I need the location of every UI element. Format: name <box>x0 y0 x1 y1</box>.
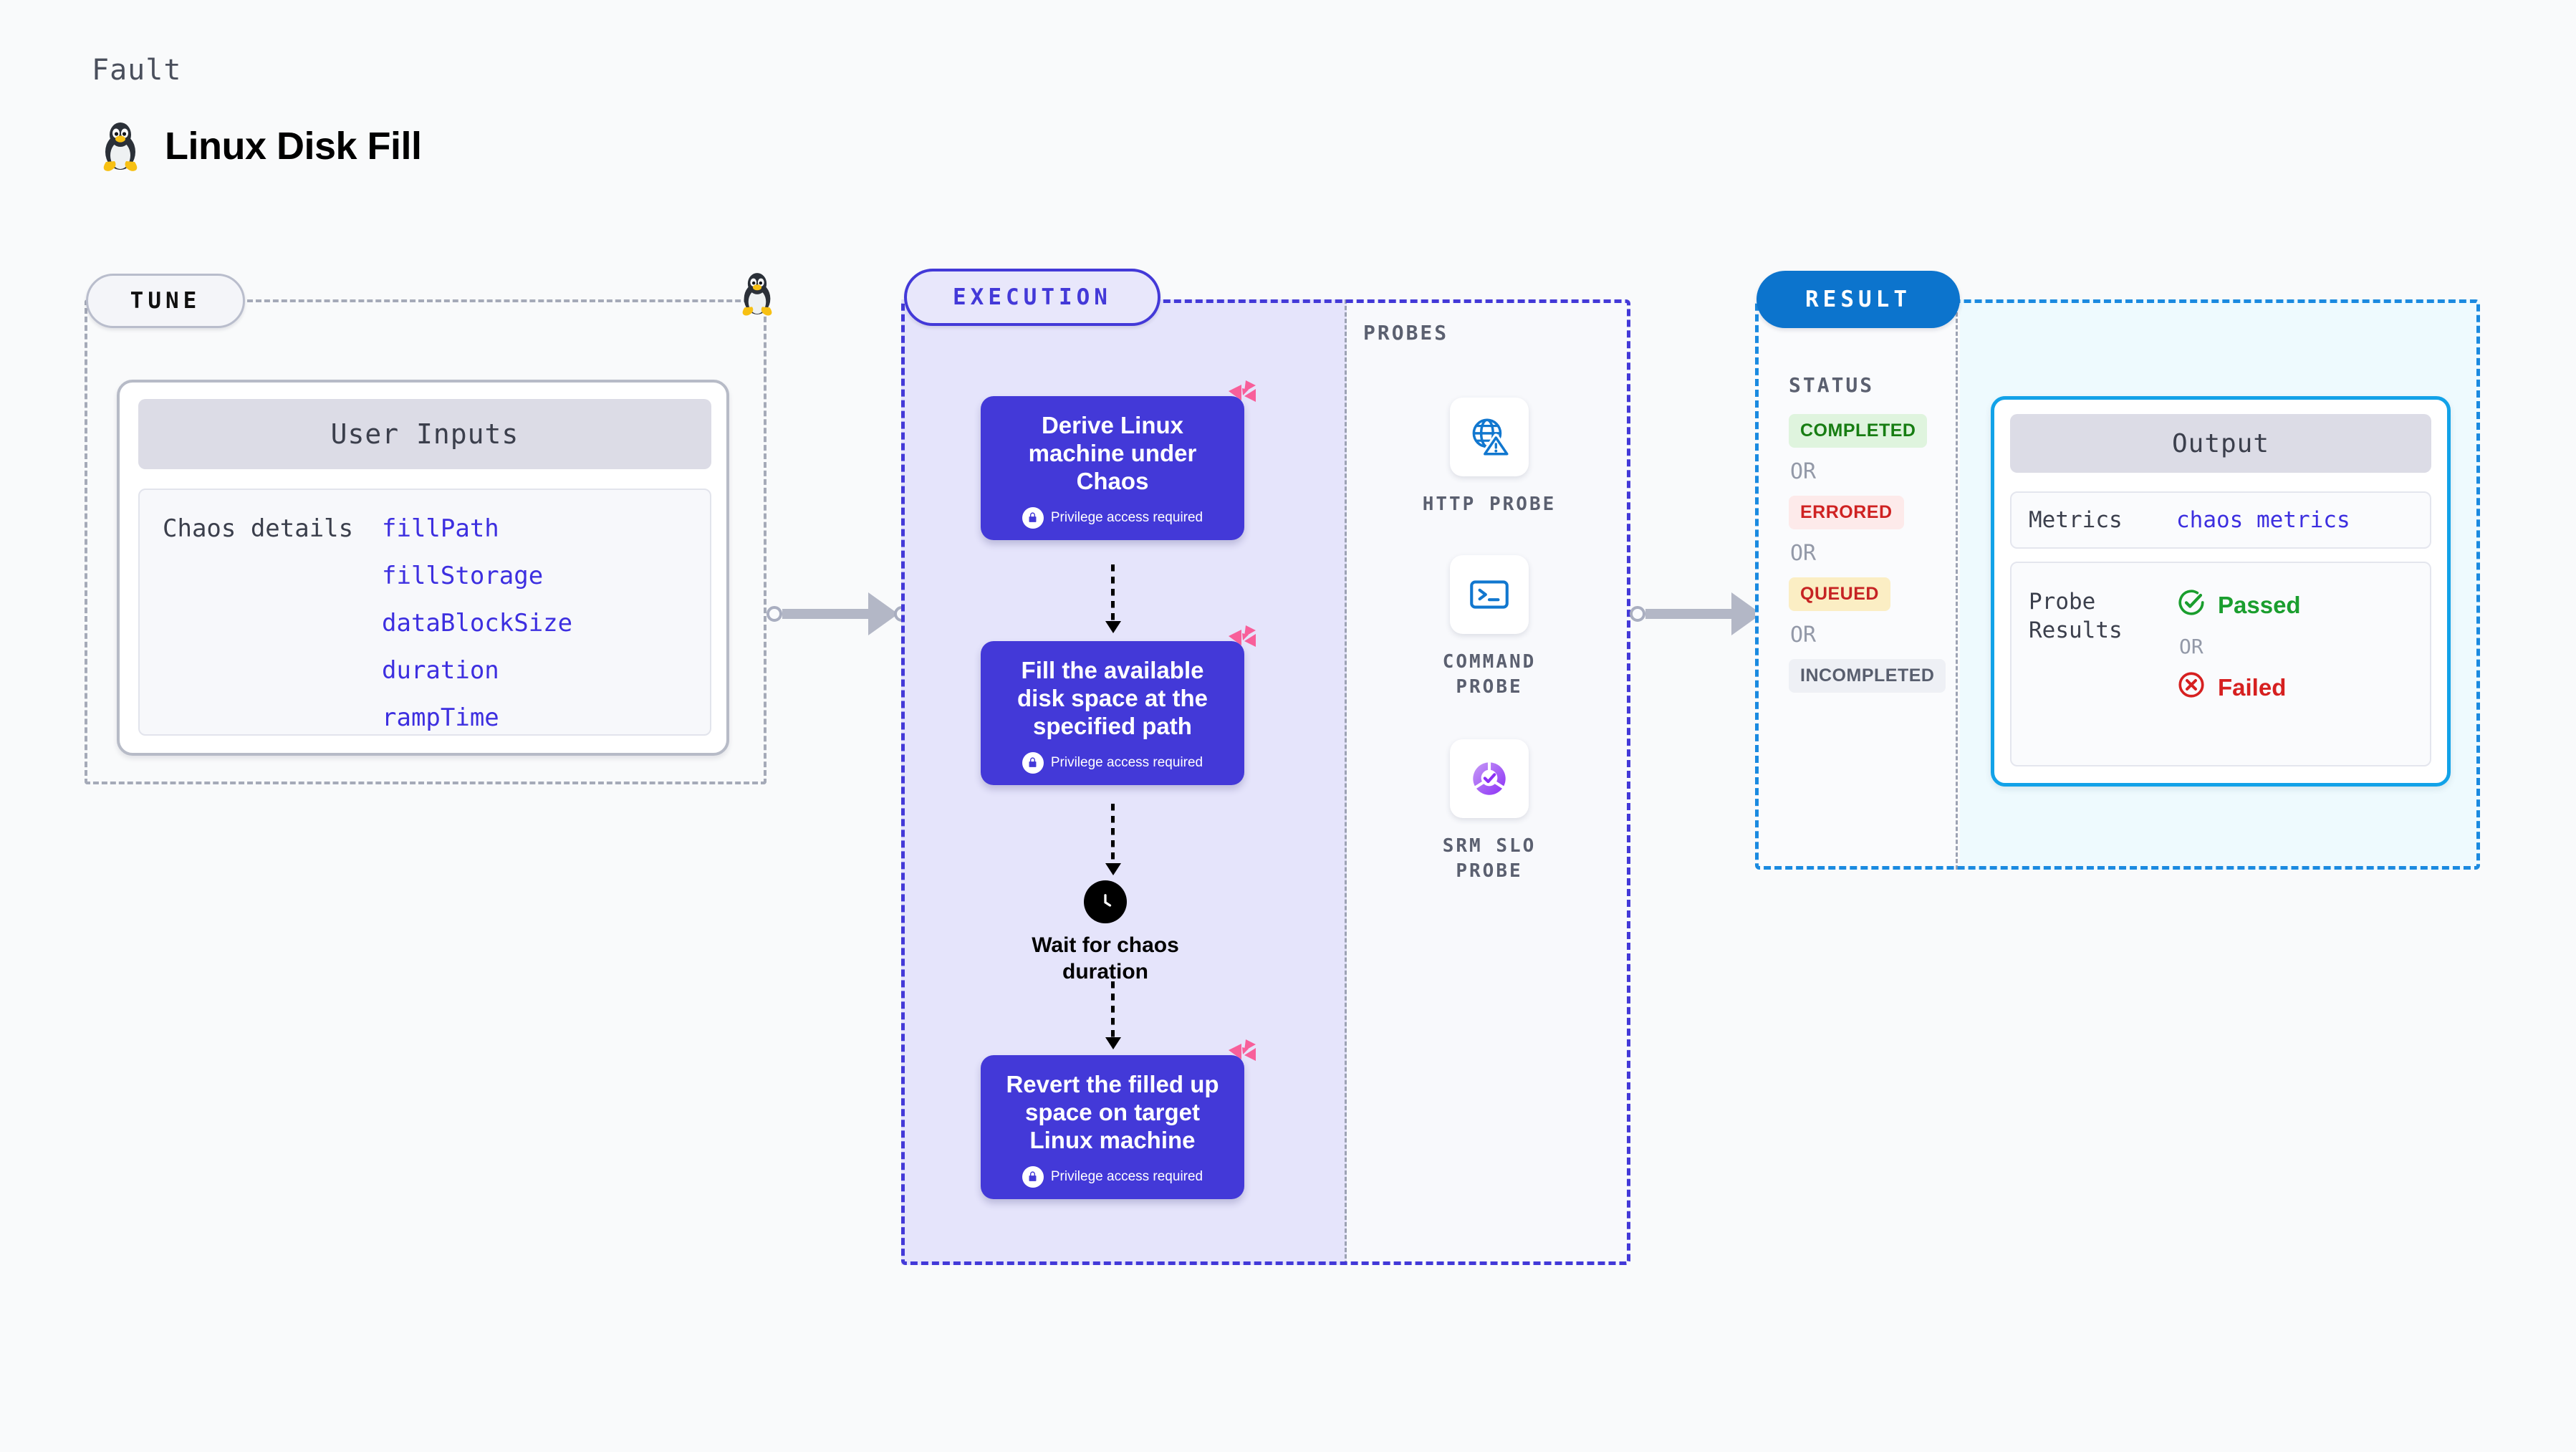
litmus-mark-icon <box>1227 1038 1260 1074</box>
tune-panel <box>85 299 766 784</box>
linux-tux-icon <box>97 120 143 172</box>
page-kicker: Fault <box>92 54 182 87</box>
input-fillpath[interactable]: fillPath <box>382 514 499 543</box>
lock-icon <box>1022 1165 1044 1188</box>
metrics-value-link[interactable]: chaos metrics <box>2176 507 2350 533</box>
probe-results-key: Probe Results <box>2029 589 2123 644</box>
flow-arrow-head <box>1105 863 1121 875</box>
privilege-note: Privilege access required <box>996 751 1229 774</box>
result-badge: RESULT <box>1756 271 1960 328</box>
input-fillstorage[interactable]: fillStorage <box>382 562 544 590</box>
probe-label: COMMAND PROBE <box>1442 651 1537 698</box>
status-badge-errored: ERRORED <box>1789 496 1904 529</box>
probe-result-passed: Passed <box>2176 587 2301 623</box>
wait-node-label: Wait for chaos duration <box>1032 933 1179 984</box>
litmus-mark-icon <box>1227 624 1260 660</box>
terminal-icon <box>1450 555 1529 634</box>
execution-step-title: Fill the available disk space at the spe… <box>1017 657 1208 739</box>
user-inputs-body: Chaos details fillPath fillStorage dataB… <box>138 489 711 736</box>
output-probe-results-row: Probe Results Passed OR <box>2010 562 2431 766</box>
lock-icon <box>1022 506 1044 529</box>
connector-arrowhead <box>868 592 898 635</box>
connector-shaft <box>782 609 870 619</box>
probe-results-values: Passed OR Failed <box>2176 587 2301 765</box>
status-or: OR <box>1790 541 1817 566</box>
output-metrics-row: Metrics chaos metrics <box>2010 491 2431 549</box>
page-title: Linux Disk Fill <box>165 125 422 168</box>
privilege-note-text: Privilege access required <box>1050 1168 1203 1184</box>
probe-label: SRM SLO PROBE <box>1442 835 1537 883</box>
chaos-details-key: Chaos details <box>163 514 354 543</box>
tune-badge: TUNE <box>86 274 245 328</box>
status-badge-incompleted: INCOMPLETED <box>1789 659 1946 693</box>
status-badge-queued: QUEUED <box>1789 577 1890 611</box>
privilege-note-text: Privilege access required <box>1050 754 1203 770</box>
execution-step-card[interactable]: Revert the filled up space on target Lin… <box>981 1039 1256 1199</box>
connector-execution-to-result <box>1630 592 1773 635</box>
probe-item-srm-slo[interactable]: SRM SLO PROBE <box>1418 739 1561 884</box>
status-or: OR <box>1790 622 1817 648</box>
flow-arrow-head <box>1105 1037 1121 1049</box>
execution-step-card[interactable]: Derive Linux machine under Chaos Privile… <box>981 380 1256 540</box>
input-ramptime[interactable]: rampTime <box>382 703 499 732</box>
execution-step-title: Derive Linux machine under Chaos <box>1028 412 1197 494</box>
output-title: Output <box>2010 414 2431 473</box>
input-duration[interactable]: duration <box>382 656 499 685</box>
probe-result-failed: Failed <box>2176 670 2301 706</box>
litmus-mark-icon <box>1227 379 1260 415</box>
chaos-details-values: fillPath fillStorage dataBlockSize durat… <box>382 514 572 734</box>
status-label: STATUS <box>1789 373 1875 397</box>
connector-start-dot <box>766 606 782 622</box>
execution-badge: EXECUTION <box>904 269 1160 326</box>
privilege-note: Privilege access required <box>996 1165 1229 1188</box>
metrics-key: Metrics <box>2029 506 2123 533</box>
probe-result-or: OR <box>2179 635 2203 658</box>
x-circle-icon <box>2176 670 2206 706</box>
privilege-note-text: Privilege access required <box>1050 509 1203 525</box>
status-or: OR <box>1790 459 1817 484</box>
connector-start-dot <box>1630 606 1645 622</box>
flow-arrow-line <box>1111 804 1115 864</box>
flow-arrow-line <box>1111 981 1115 1038</box>
page-title-row: Linux Disk Fill <box>97 120 422 172</box>
probe-label: HTTP PROBE <box>1422 494 1557 515</box>
globe-warning-icon <box>1450 398 1529 476</box>
flow-arrow-head <box>1105 621 1121 633</box>
flow-arrow <box>1105 564 1121 633</box>
flow-arrow <box>1105 804 1121 875</box>
linux-tux-border-icon <box>737 271 777 320</box>
clock-icon <box>1084 880 1127 923</box>
input-datablocksize[interactable]: dataBlockSize <box>382 609 573 638</box>
probes-label: PROBES <box>1363 321 1449 345</box>
result-panel <box>1755 299 2480 870</box>
probe-failed-label: Failed <box>2218 674 2287 701</box>
flow-arrow <box>1105 981 1121 1049</box>
status-badge-completed: COMPLETED <box>1789 414 1928 448</box>
execution-step-card[interactable]: Fill the available disk space at the spe… <box>981 625 1256 785</box>
connector-tune-to-execution <box>766 592 910 635</box>
slo-donut-check-icon <box>1450 739 1529 818</box>
connector-shaft <box>1645 609 1733 619</box>
user-inputs-title: User Inputs <box>138 399 711 469</box>
lock-icon <box>1022 751 1044 774</box>
execution-step-title: Revert the filled up space on target Lin… <box>1006 1071 1219 1153</box>
check-circle-icon <box>2176 587 2206 623</box>
probe-item-command[interactable]: COMMAND PROBE <box>1418 555 1561 700</box>
privilege-note: Privilege access required <box>996 506 1229 529</box>
status-list: COMPLETED OR ERRORED OR QUEUED OR INCOMP… <box>1789 414 1953 693</box>
probe-passed-label: Passed <box>2218 592 2301 618</box>
execution-probes-panel <box>901 299 1630 1265</box>
flow-arrow-line <box>1111 564 1115 622</box>
probe-item-http[interactable]: HTTP PROBE <box>1418 398 1561 517</box>
